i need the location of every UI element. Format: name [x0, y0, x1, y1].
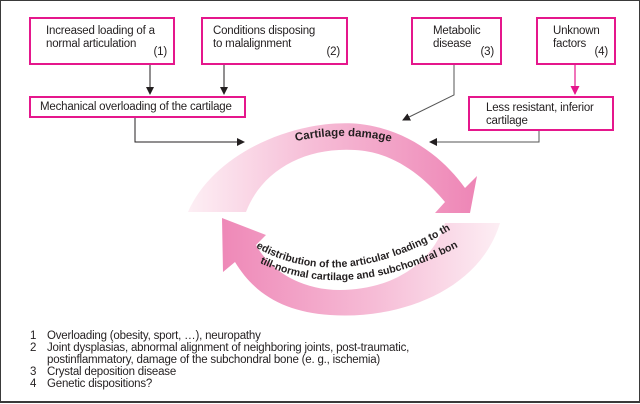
- box-unknown-line2: factors: [553, 38, 587, 50]
- box-increased-loading-line2: normal articulation: [46, 38, 137, 50]
- box-mechanical-overloading: Mechanical overloading of the cartilage: [29, 96, 246, 118]
- arrow-mechanical-to-damage: [134, 118, 245, 146]
- arrow-metabolic-to-damage: [402, 65, 455, 121]
- box-increased-loading-ref: (1): [153, 46, 168, 58]
- box-metabolic-line1: Metabolic: [433, 25, 481, 37]
- cycle-arc-bottom: [222, 218, 500, 316]
- footnotes: 1 Overloading (obesity, sport, …), neuro…: [30, 330, 427, 390]
- footnote-item: 3 Crystal deposition disease: [30, 366, 427, 378]
- footnote-number: 1: [30, 330, 37, 342]
- box-metabolic-disease: Metabolic disease (3): [411, 17, 502, 65]
- footnote-item: 1 Overloading (obesity, sport, …), neuro…: [30, 330, 427, 342]
- box-malalignment-line1: Conditions disposing: [213, 25, 316, 37]
- footnote-number: 3: [30, 366, 37, 378]
- footnote-number: 2: [30, 342, 37, 354]
- footnote-text: Crystal deposition disease: [47, 366, 177, 378]
- box-malalignment-ref: (2): [326, 46, 341, 58]
- footnote-text: Overloading (obesity, sport, …), neuropa…: [47, 330, 261, 342]
- box-increased-loading: Increased loading of a normal articulati…: [29, 17, 175, 65]
- box-metabolic-line2: disease: [433, 38, 472, 50]
- box-less-resistant-cartilage: Less resistant, inferior cartilage: [468, 96, 614, 131]
- footnote-text: Genetic dispositions?: [47, 378, 153, 390]
- box-less-resistant-line1: Less resistant, inferior: [486, 102, 594, 114]
- cycle-label-top: Cartilage damage: [294, 127, 393, 145]
- box-unknown-line1: Unknown: [553, 25, 600, 37]
- box-unknown-factors: Unknown factors (4): [536, 17, 616, 65]
- box-metabolic-ref: (3): [480, 46, 495, 58]
- box-mechanical-text: Mechanical overloading of the cartilage: [40, 101, 232, 113]
- box-less-resistant-line2: cartilage: [486, 115, 528, 127]
- arrow-less-resistant-to-damage: [429, 131, 540, 146]
- box-increased-loading-line1: Increased loading of a: [46, 25, 155, 37]
- cycle-arc-top: [188, 123, 477, 213]
- footnote-item: 4 Genetic dispositions?: [30, 378, 427, 390]
- box-malalignment: Conditions disposing to malalignment (2): [201, 17, 348, 65]
- box-malalignment-line2: to malalignment: [213, 38, 292, 50]
- box-unknown-ref: (4): [594, 46, 609, 58]
- footnote-text: Joint dysplasias, abnormal alignment of …: [47, 342, 410, 366]
- footnote-number: 4: [30, 378, 37, 390]
- footnote-item: 2 Joint dysplasias, abnormal alignment o…: [30, 342, 427, 366]
